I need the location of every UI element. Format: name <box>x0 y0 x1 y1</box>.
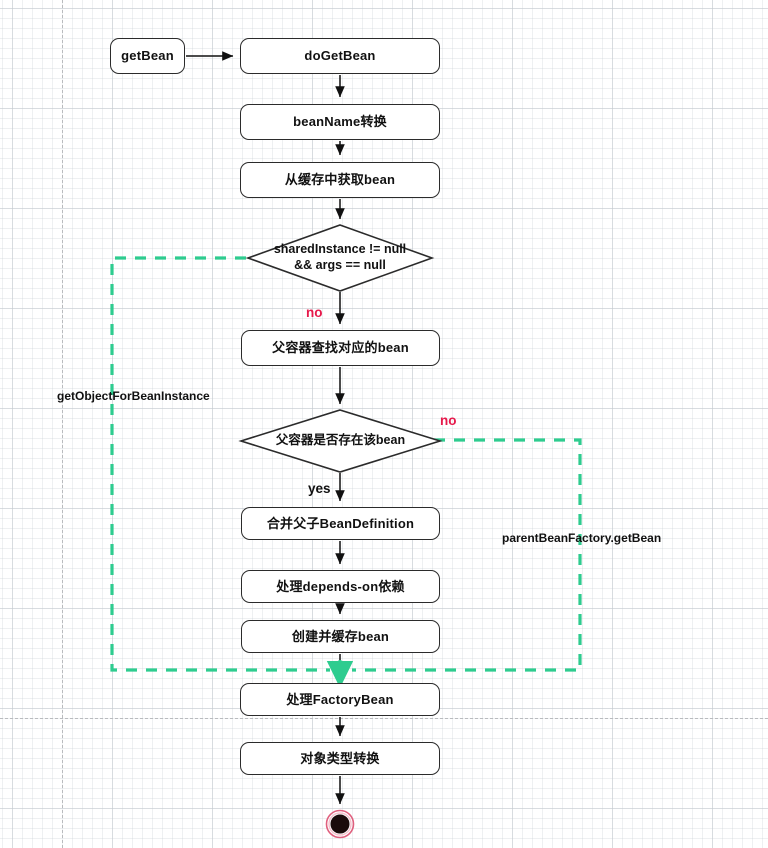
node-dogetbean-label: doGetBean <box>304 48 376 64</box>
node-getbean-label: getBean <box>121 48 174 64</box>
node-merge-bean-definition-label: 合并父子BeanDefinition <box>266 515 415 531</box>
node-object-type-conversion[interactable]: 对象类型转换 <box>240 742 440 775</box>
node-getbean[interactable]: getBean <box>110 38 185 74</box>
annotation-parentbeanfactory-getbean: parentBeanFactory.getBean <box>502 531 661 545</box>
page-break-horizontal <box>0 718 768 719</box>
node-parent-container-lookup-label: 父容器查找对应的bean <box>272 340 409 356</box>
node-dogetbean[interactable]: doGetBean <box>240 38 440 74</box>
node-handle-factorybean[interactable]: 处理FactoryBean <box>240 683 440 716</box>
node-beanname-conversion[interactable]: beanName转换 <box>240 104 440 140</box>
dashed-path-parentbeanfactory-getbean <box>352 438 582 672</box>
decision-sharedinstance-shape <box>245 224 435 292</box>
dashed-path-getobjectforbeaninstance <box>110 256 330 672</box>
node-handle-factorybean-label: 处理FactoryBean <box>286 691 394 707</box>
page-break-vertical <box>62 0 63 848</box>
edge-label-yes-parentcontainer-text: yes <box>308 481 331 496</box>
decision-parentcontainer-shape <box>238 409 443 473</box>
node-handle-depends-on-label: 处理depends-on依赖 <box>276 578 405 594</box>
annotation-getobjectforbeaninstance: getObjectForBeanInstance <box>57 389 210 403</box>
node-object-type-conversion-label: 对象类型转换 <box>300 750 380 766</box>
edge-label-no-sharedinstance-text: no <box>306 305 323 320</box>
edge-label-no-parentcontainer: no <box>440 413 457 428</box>
annotation-getobjectforbeaninstance-text: getObjectForBeanInstance <box>57 389 210 403</box>
node-parent-container-lookup[interactable]: 父容器查找对应的bean <box>241 330 440 366</box>
node-get-from-cache-label: 从缓存中获取bean <box>284 172 396 188</box>
edge-label-no-parentcontainer-text: no <box>440 413 457 428</box>
node-get-from-cache[interactable]: 从缓存中获取bean <box>240 162 440 198</box>
annotation-parentbeanfactory-getbean-text: parentBeanFactory.getBean <box>502 531 662 545</box>
node-create-and-cache-bean-label: 创建并缓存bean <box>291 628 390 644</box>
node-merge-bean-definition[interactable]: 合并父子BeanDefinition <box>241 507 440 540</box>
node-create-and-cache-bean[interactable]: 创建并缓存bean <box>241 620 440 653</box>
node-handle-depends-on[interactable]: 处理depends-on依赖 <box>241 570 440 603</box>
edge-label-yes-parentcontainer: yes <box>308 481 331 496</box>
node-beanname-conversion-label: beanName转换 <box>293 114 387 130</box>
edge-label-no-sharedinstance: no <box>306 305 323 320</box>
end-node-shape <box>325 809 355 839</box>
